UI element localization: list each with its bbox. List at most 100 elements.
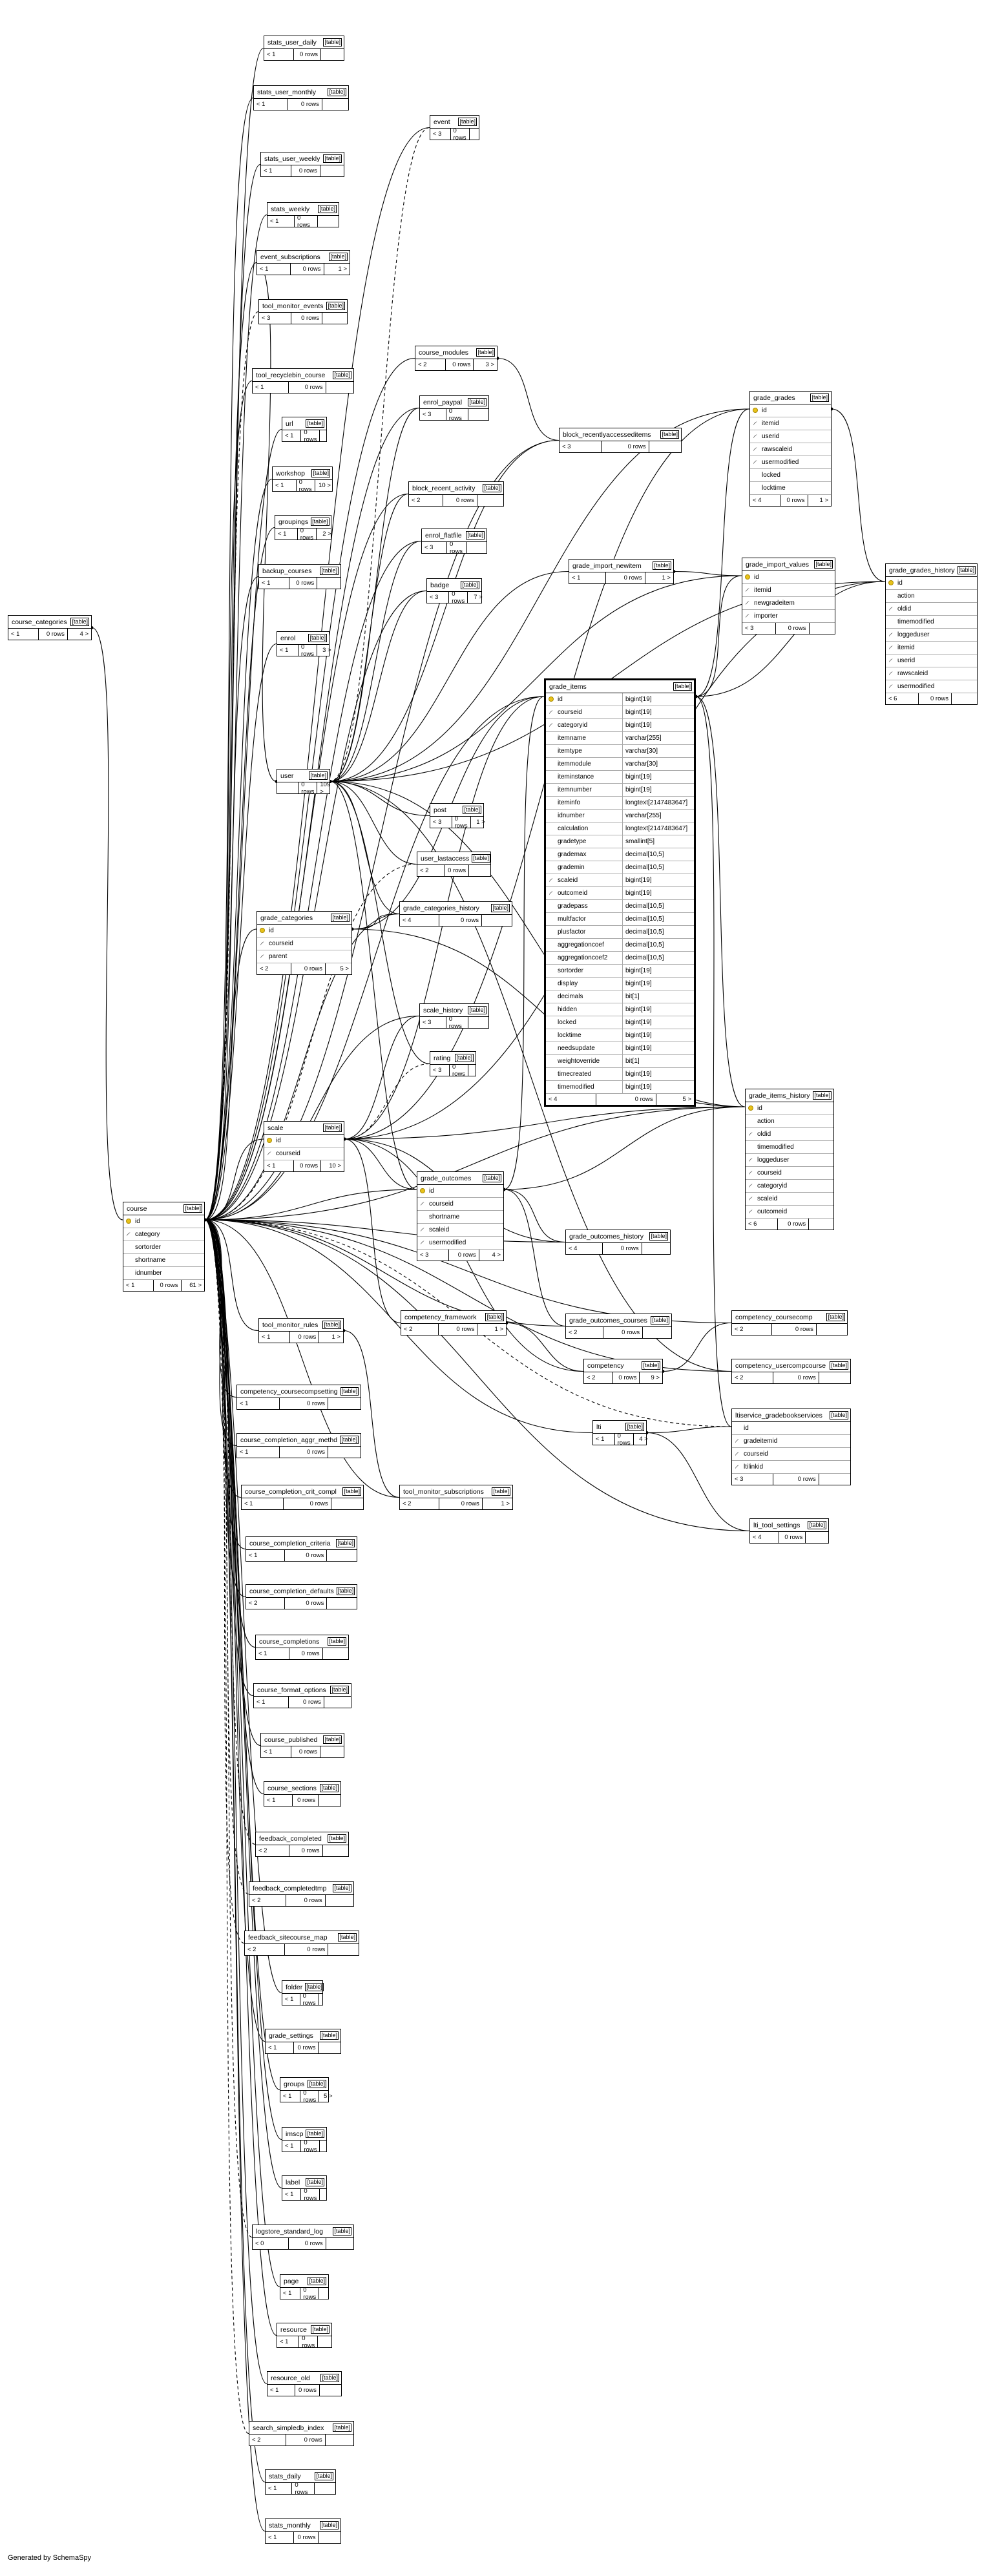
column-row[interactable]: locked [750,469,831,482]
column-row[interactable]: courseid [417,1198,503,1211]
table-name[interactable]: post [434,806,446,814]
table-name[interactable]: label [286,2178,300,2186]
column-row[interactable]: id [123,1215,204,1228]
table-name[interactable]: course_categories [12,618,67,626]
table-name[interactable]: grade_outcomes_history [569,1232,644,1241]
column-row[interactable]: rawscaleid [886,667,977,680]
table-name[interactable]: feedback_sitecourse_map [248,1933,328,1942]
table-name[interactable]: logstore_standard_log [256,2227,323,2236]
table-name[interactable]: tool_monitor_subscriptions [403,1487,484,1496]
table-name[interactable]: url [286,419,293,428]
column-row[interactable]: userid [750,430,831,443]
table-name[interactable]: stats_user_monthly [257,88,317,96]
table-name[interactable]: grade_outcomes [421,1174,472,1182]
column-row[interactable]: loggeduser [746,1154,833,1167]
table-name[interactable]: course_completion_defaults [249,1587,334,1595]
table-name[interactable]: course_published [264,1735,318,1744]
table-name[interactable]: groupings [278,518,309,526]
table-name[interactable]: stats_daily [269,2472,301,2480]
column-row[interactable]: id [886,577,977,590]
table-name[interactable]: feedback_completedtmp [253,1884,327,1892]
column-row[interactable]: scaleid [746,1193,833,1206]
table-name[interactable]: competency_usercompcourse [735,1361,826,1370]
table-name[interactable]: course_sections [267,1784,317,1792]
table-name[interactable]: grade_grades_history [889,566,955,574]
table-name[interactable]: grade_categories_history [403,904,479,912]
column-row[interactable]: usermodified [750,456,831,469]
table-name[interactable]: user_lastaccess [421,854,470,863]
table-name[interactable]: event_subscriptions [260,253,320,261]
table-name[interactable]: block_recentlyaccesseditems [563,430,651,439]
column-row[interactable]: usermodified [886,680,977,693]
table-name[interactable]: grade_items [549,682,587,691]
table-name[interactable]: groups [284,2080,305,2088]
column-row[interactable]: id [257,925,351,937]
table-name[interactable]: competency_coursecompsetting [240,1387,338,1396]
column-row[interactable]: importer [742,610,835,623]
column-row[interactable]: usermodified [417,1237,503,1250]
table-name[interactable]: ltiservice_gradebookservices [735,1411,822,1419]
table-name[interactable]: user [280,771,294,780]
table-name[interactable]: stats_weekly [271,205,310,213]
table-name[interactable]: tool_recyclebin_course [256,371,326,379]
table-name[interactable]: competency [587,1361,624,1370]
table-name[interactable]: course_completion_crit_compl [245,1487,337,1496]
table-name[interactable]: search_simpledb_index [253,2424,324,2432]
column-row[interactable]: oldid [746,1128,833,1141]
column-row[interactable]: timemodified [886,616,977,629]
table-name[interactable]: rating [434,1054,451,1062]
table-name[interactable]: block_recent_activity [412,484,476,492]
table-name[interactable]: grade_import_values [746,560,810,569]
table-name[interactable]: enrol_paypal [423,398,463,406]
column-row[interactable]: scaleid [417,1224,503,1237]
